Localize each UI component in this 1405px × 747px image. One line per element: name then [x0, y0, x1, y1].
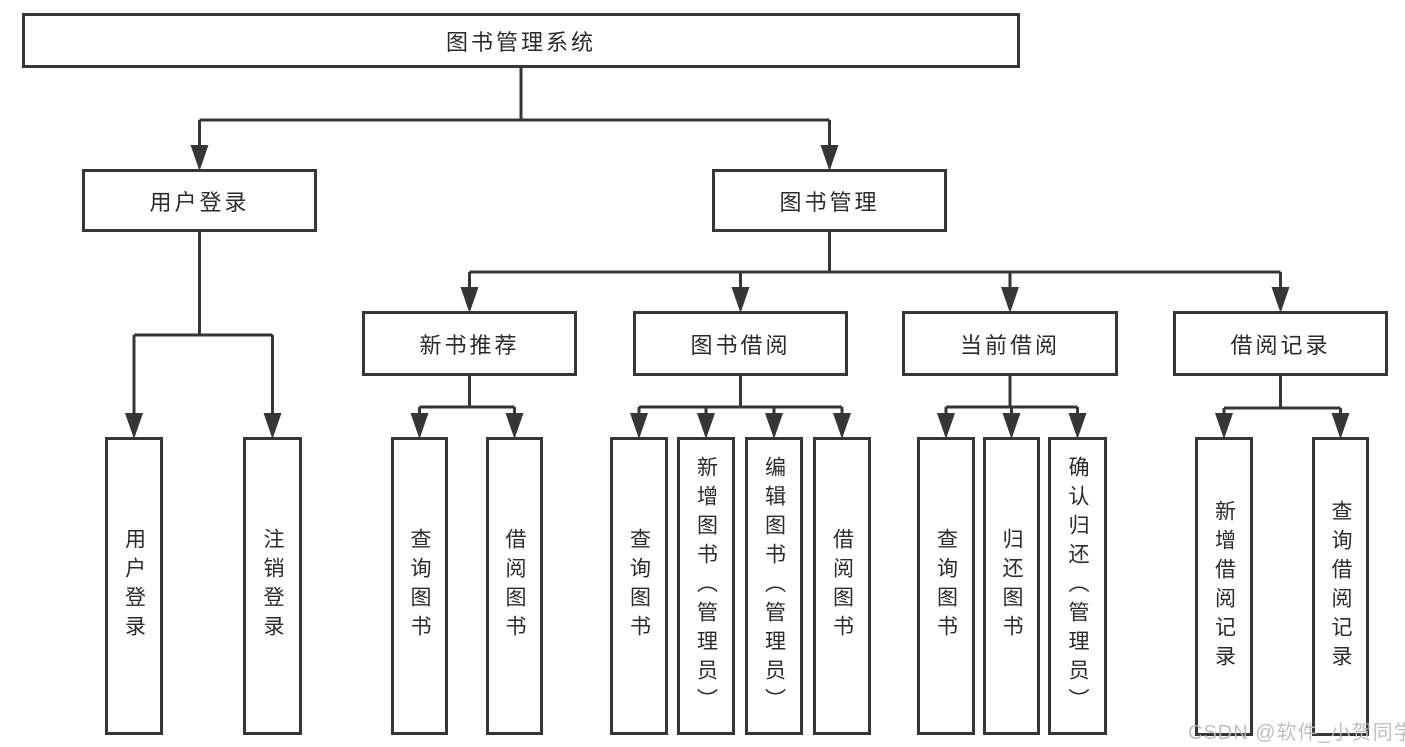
- node-leaf-cb-confirm: 确认归还（管理员）: [1048, 437, 1107, 735]
- arrowhead-icon: [937, 413, 955, 439]
- arrowhead-icon: [410, 413, 429, 439]
- watermark-text: CSDN @软件_小贺同学: [1188, 722, 1405, 744]
- arrowhead-icon: [125, 413, 143, 439]
- arrowhead-icon: [1331, 413, 1350, 439]
- arrowhead-icon: [731, 287, 750, 313]
- node-leaf-bb-query: 查询图书: [610, 437, 668, 735]
- arrowhead-icon: [1271, 287, 1290, 313]
- node-borrow-records: 借阅记录: [1173, 311, 1388, 376]
- arrowhead-icon: [1001, 287, 1019, 313]
- node-leaf-nbr-query: 查询图书: [391, 437, 448, 735]
- node-leaf-bb-borrow: 借阅图书: [813, 437, 871, 735]
- arrowhead-icon: [630, 413, 648, 439]
- node-leaf-cb-return: 归还图书: [983, 437, 1040, 735]
- node-book-mgmt: 图书管理: [712, 169, 947, 232]
- node-leaf-logout: 注销登录: [243, 437, 302, 735]
- arrowhead-icon: [263, 413, 282, 439]
- node-book-borrow: 图书借阅: [633, 311, 848, 376]
- node-leaf-rec-query: 查询借阅记录: [1312, 437, 1369, 736]
- node-current-borrow: 当前借阅: [902, 311, 1118, 376]
- node-leaf-cb-query: 查询图书: [917, 437, 975, 735]
- node-new-book-rec: 新书推荐: [362, 311, 577, 376]
- arrowhead-icon: [1002, 413, 1021, 439]
- arrowhead-icon: [190, 145, 209, 171]
- arrowhead-icon: [820, 145, 839, 171]
- arrowhead-icon: [765, 413, 783, 439]
- node-leaf-bb-edit: 编辑图书（管理员）: [745, 437, 803, 735]
- arrowhead-icon: [505, 413, 524, 439]
- node-leaf-login: 用户登录: [105, 437, 163, 735]
- arrowhead-icon: [697, 413, 715, 439]
- arrowhead-icon: [460, 287, 479, 313]
- node-leaf-rec-add: 新增借阅记录: [1195, 437, 1253, 736]
- node-leaf-nbr-borrow: 借阅图书: [486, 437, 543, 735]
- arrowhead-icon: [833, 413, 851, 439]
- node-user-login: 用户登录: [82, 169, 317, 232]
- arrowhead-icon: [1215, 413, 1233, 439]
- arrowhead-icon: [1068, 413, 1087, 439]
- node-leaf-bb-add: 新增图书（管理员）: [677, 437, 735, 735]
- node-root: 图书管理系统: [22, 13, 1020, 68]
